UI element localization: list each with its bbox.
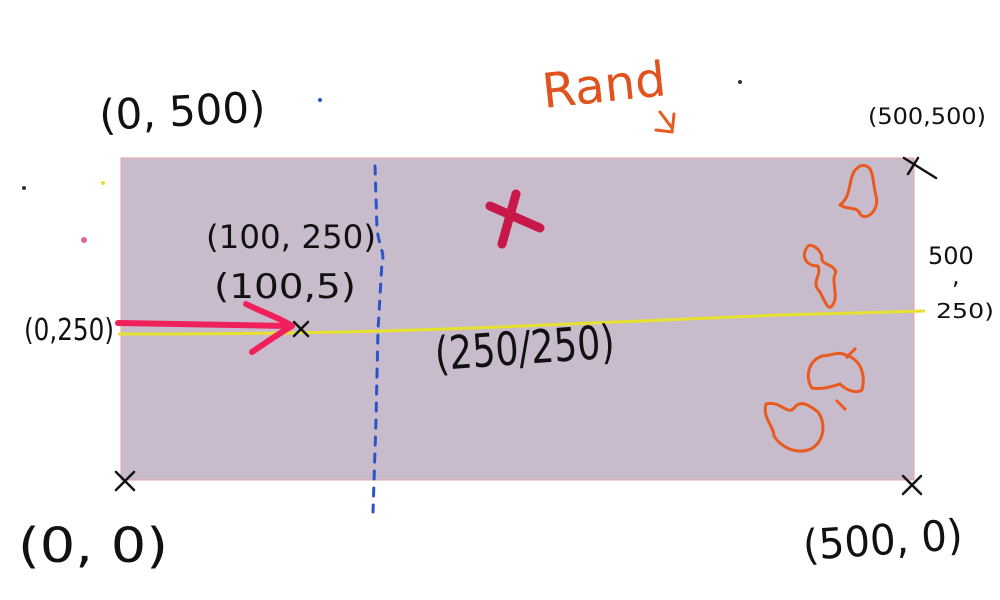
- label-bottom-left: (0, 0): [18, 518, 168, 574]
- obstacle-blob: [838, 164, 879, 219]
- ink-dot: [22, 186, 26, 190]
- label-point-a-sub: (100,5): [214, 267, 356, 307]
- stray-dots: [22, 80, 742, 243]
- x-mark-icon: [902, 156, 938, 180]
- obstacle-blob: [806, 351, 865, 394]
- ink-dot: [101, 181, 105, 185]
- x-mark-icon: [901, 474, 923, 496]
- label-top-right: (500,500): [868, 105, 986, 130]
- obstacle-blob: [802, 243, 838, 309]
- label-right-mid-2: ,: [952, 262, 960, 290]
- ink-dot: [318, 98, 322, 102]
- divider-line: [371, 164, 385, 514]
- label-top-left: (0, 500): [98, 82, 267, 140]
- label-right-mid-1: 500: [928, 242, 974, 270]
- arrow-down-right-icon: [654, 110, 676, 134]
- x-mark-icon: [292, 320, 310, 338]
- corner-markers: [114, 156, 938, 496]
- label-center: (250/250): [433, 315, 616, 381]
- obstacle-tick: [834, 346, 858, 412]
- arrow-shaft: [115, 320, 293, 329]
- x-mark-icon: [114, 470, 136, 492]
- arrow-head: [243, 301, 295, 355]
- midline: [117, 309, 926, 336]
- label-left-mid: (0,250): [24, 313, 114, 348]
- label-bottom-right: (500, 0): [801, 510, 964, 570]
- x-mark-icon: [485, 189, 545, 249]
- obstacle-blob: [763, 401, 825, 453]
- ink-dot: [738, 80, 742, 84]
- field-rectangle: [120, 157, 915, 481]
- label-point-a: (100, 250): [206, 218, 376, 256]
- label-right-mid-3: 250): [936, 299, 994, 323]
- arrow-right-icon: [115, 301, 295, 355]
- obstacle-group: [763, 164, 879, 453]
- ink-dot: [81, 237, 87, 243]
- label-rand: Rand: [539, 51, 668, 120]
